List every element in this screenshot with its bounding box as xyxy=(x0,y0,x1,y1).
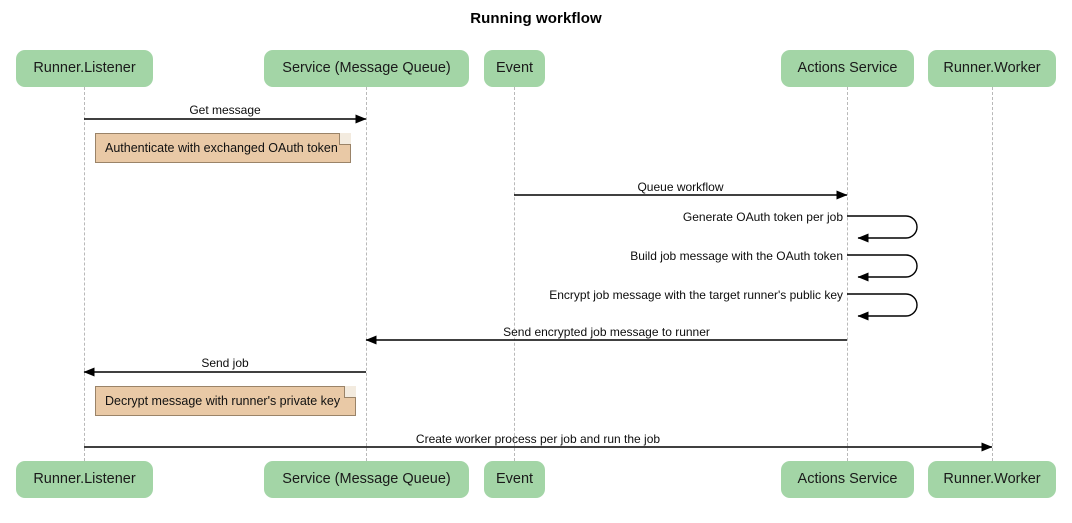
participant-top-runner-listener[interactable]: Runner.Listener xyxy=(16,50,153,87)
message-label-send-encrypted-job-message: Send encrypted job message to runner xyxy=(503,325,710,339)
self-message-generate-oauth-token-per-job xyxy=(847,215,918,243)
participant-bottom-runner-listener[interactable]: Runner.Listener xyxy=(16,461,153,498)
note-decrypt-note: Decrypt message with runner's private ke… xyxy=(95,386,356,416)
participant-label: Runner.Listener xyxy=(33,471,136,487)
participant-top-actions-service[interactable]: Actions Service xyxy=(781,50,914,87)
participant-bottom-event[interactable]: Event xyxy=(484,461,545,498)
message-label-encrypt-job-message: Encrypt job message with the target runn… xyxy=(549,288,843,302)
participant-label: Runner.Worker xyxy=(943,60,1041,76)
note-label: Authenticate with exchanged OAuth token xyxy=(105,141,338,155)
participant-label: Runner.Listener xyxy=(33,60,136,76)
participant-label: Event xyxy=(495,471,534,487)
message-label-create-worker-process: Create worker process per job and run th… xyxy=(415,432,661,446)
lifeline-runner-worker xyxy=(992,87,993,461)
self-message-encrypt-job-message xyxy=(847,293,918,321)
participant-label: Service (Message Queue) xyxy=(282,60,451,76)
participant-bottom-actions-service[interactable]: Actions Service xyxy=(781,461,914,498)
lifeline-event xyxy=(514,87,515,461)
participant-label: Event xyxy=(495,60,534,76)
participant-label: Actions Service xyxy=(797,471,898,487)
lifeline-runner-listener xyxy=(84,87,85,461)
participant-bottom-service-message-queue[interactable]: Service (Message Queue) xyxy=(264,461,469,498)
message-label-build-job-message: Build job message with the OAuth token xyxy=(630,249,843,263)
lifeline-service-message-queue xyxy=(366,87,367,461)
participant-top-runner-worker[interactable]: Runner.Worker xyxy=(928,50,1056,87)
page-title: Running workflow xyxy=(470,10,602,27)
note-fold-corner-icon xyxy=(344,386,356,398)
lifeline-actions-service xyxy=(847,87,848,461)
participant-label: Runner.Worker xyxy=(943,471,1041,487)
participant-bottom-runner-worker[interactable]: Runner.Worker xyxy=(928,461,1056,498)
participant-top-event[interactable]: Event xyxy=(484,50,545,87)
message-label-queue-workflow: Queue workflow xyxy=(637,180,724,194)
note-authenticate-note: Authenticate with exchanged OAuth token xyxy=(95,133,351,163)
note-label: Decrypt message with runner's private ke… xyxy=(105,394,341,408)
self-message-build-job-message xyxy=(847,254,918,282)
message-label-get-message: Get message xyxy=(189,103,261,117)
message-label-generate-oauth-token-per-job: Generate OAuth token per job xyxy=(682,210,843,224)
participant-top-service-message-queue[interactable]: Service (Message Queue) xyxy=(264,50,469,87)
participant-label: Service (Message Queue) xyxy=(282,471,451,487)
note-fold-corner-icon xyxy=(339,133,351,145)
participant-label: Actions Service xyxy=(797,60,898,76)
message-label-send-job: Send job xyxy=(201,356,249,370)
